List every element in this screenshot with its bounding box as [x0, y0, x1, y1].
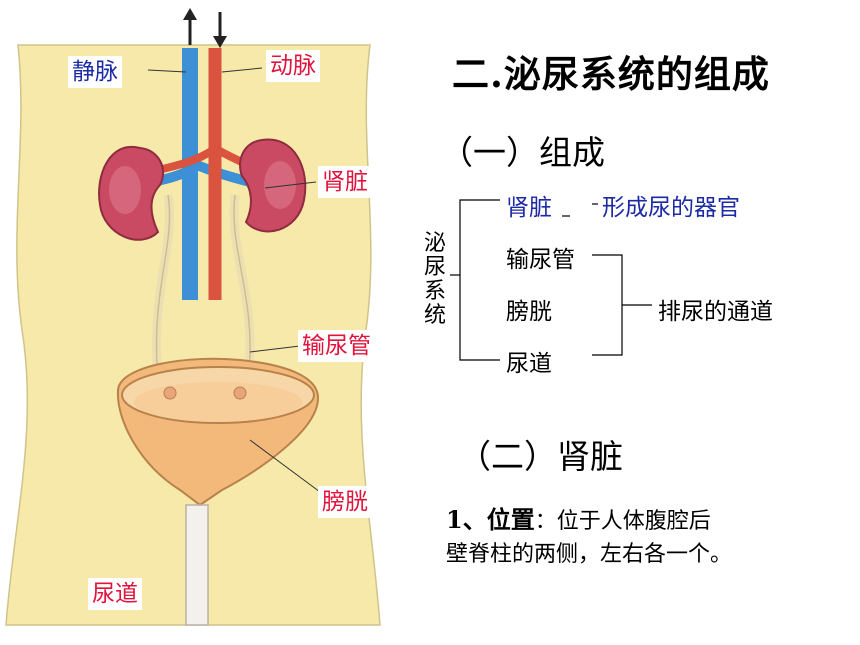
section-two-heading: （二）肾脏 [458, 437, 623, 476]
system-char: 尿 [424, 255, 447, 280]
passage-role: 排尿的通道 [658, 299, 773, 325]
vein-leader [147, 69, 187, 73]
system-vertical-label: 泌 尿 系 统 [424, 232, 448, 328]
urethra-label: 尿道 [88, 578, 142, 610]
organ-bladder: 膀胱 [506, 299, 552, 325]
kidney-role: 形成尿的器官 [602, 195, 740, 221]
kidney-leader [264, 181, 317, 189]
position-line-1: 1、位置：位于人体腹腔后 [446, 500, 711, 535]
urinary-system-illustration [5, 8, 381, 626]
vein-label: 静脉 [68, 56, 122, 88]
organ-urethra: 尿道 [506, 351, 552, 377]
right-ureter-edge [233, 194, 251, 381]
ureter-leader [249, 345, 301, 353]
artery-label: 动脉 [266, 50, 320, 82]
position-text-2: 壁脊柱的两侧，左右各一个。 [446, 542, 733, 567]
system-char: 系 [424, 279, 447, 304]
kidney-label: 肾脏 [318, 166, 372, 198]
system-char: 统 [424, 303, 447, 328]
bladder-leader [249, 439, 321, 493]
system-char: 泌 [424, 231, 447, 256]
urethra [185, 504, 209, 626]
slide-title: 二.泌尿系统的组成 [452, 52, 770, 96]
artery-leader [221, 67, 263, 73]
position-text-1: ：位于人体腹腔后 [534, 509, 711, 534]
left-ureter-edge [155, 194, 171, 381]
organ-kidney: 肾脏 [506, 195, 552, 221]
bladder-label: 膀胱 [318, 486, 372, 518]
organ-ureter: 输尿管 [506, 247, 575, 273]
ureter-label: 输尿管 [298, 330, 375, 362]
position-heading: 1、位置 [446, 505, 535, 534]
section-one-heading: （一）组成 [440, 133, 605, 172]
down-arrow-icon [213, 12, 227, 48]
up-arrow-icon [183, 8, 197, 45]
